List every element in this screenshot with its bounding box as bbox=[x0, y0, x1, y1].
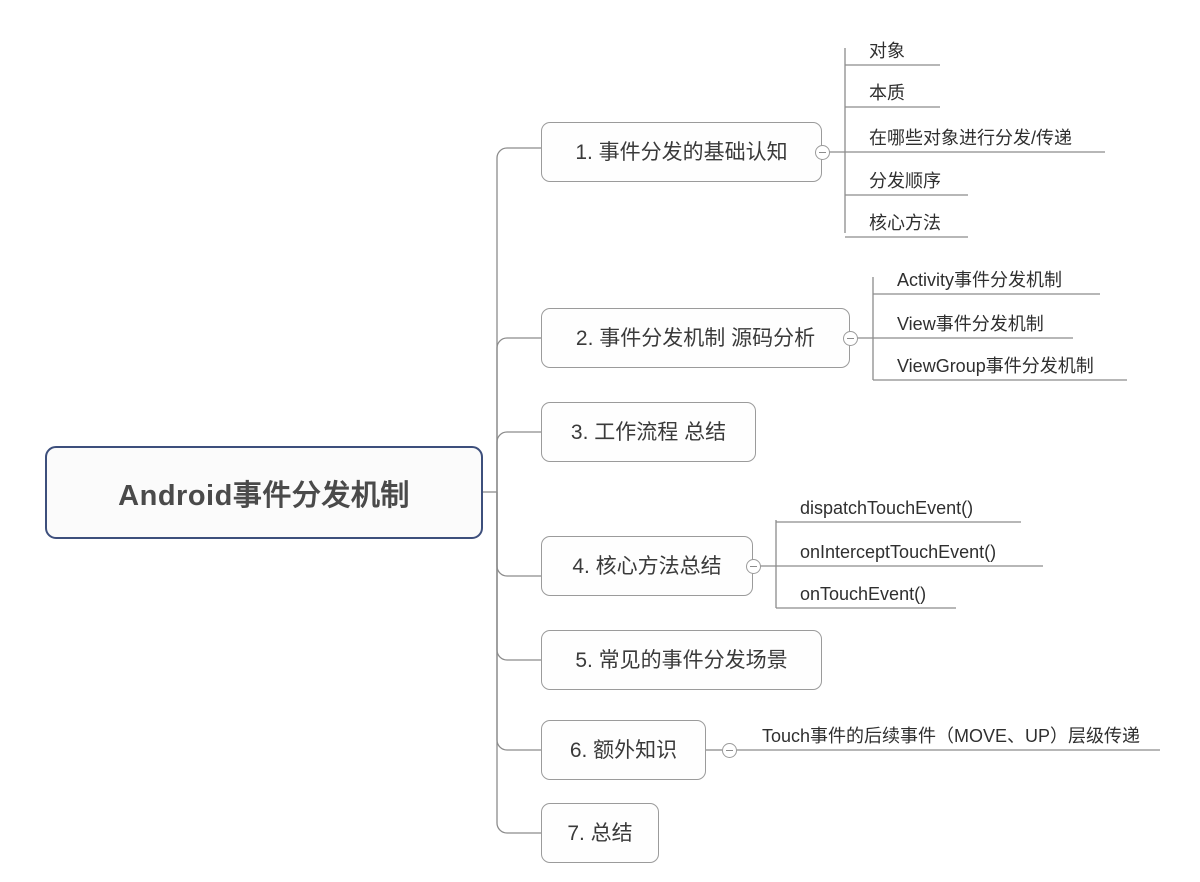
leaf-item-1-3[interactable]: 在哪些对象进行分发/传递 bbox=[857, 119, 1107, 152]
leaf-item-1-2-label: 本质 bbox=[869, 83, 905, 103]
branch-node-6[interactable]: 6. 额外知识 bbox=[541, 720, 706, 780]
branch-node-7[interactable]: 7. 总结 bbox=[541, 803, 659, 863]
leaf-item-4-2-label: onInterceptTouchEvent() bbox=[800, 542, 997, 562]
leaf-item-6-1-label: Touch事件的后续事件（MOVE、UP）层级传递 bbox=[762, 726, 1141, 746]
branch-node-1[interactable]: 1. 事件分发的基础认知 bbox=[541, 122, 822, 182]
leaf-item-6-1[interactable]: Touch事件的后续事件（MOVE、UP）层级传递 bbox=[750, 717, 1170, 750]
leaf-item-4-3-label: onTouchEvent() bbox=[800, 584, 927, 604]
leaf-item-2-2[interactable]: View事件分发机制 bbox=[885, 305, 1085, 338]
leaf-item-2-2-label: View事件分发机制 bbox=[897, 314, 1044, 334]
leaf-item-1-1[interactable]: 对象 bbox=[857, 32, 977, 65]
leaf-item-1-4[interactable]: 分发顺序 bbox=[857, 162, 997, 195]
leaf-item-1-1-label: 对象 bbox=[869, 41, 905, 61]
leaf-item-1-2[interactable]: 本质 bbox=[857, 74, 977, 107]
collapse-minus-icon-branch-4[interactable] bbox=[746, 559, 761, 574]
root-node[interactable]: Android事件分发机制 bbox=[45, 446, 483, 539]
leaf-item-1-3-label: 在哪些对象进行分发/传递 bbox=[869, 128, 1072, 148]
branch-node-5[interactable]: 5. 常见的事件分发场景 bbox=[541, 630, 822, 690]
branch-node-6-label: 6. 额外知识 bbox=[569, 738, 678, 762]
leaf-item-4-2[interactable]: onInterceptTouchEvent() bbox=[788, 533, 1038, 566]
branch-node-7-label: 7. 总结 bbox=[567, 821, 633, 845]
collapse-minus-icon-branch-2[interactable] bbox=[843, 331, 858, 346]
leaf-item-4-1-label: dispatchTouchEvent() bbox=[800, 498, 974, 518]
branch-node-5-label: 5. 常见的事件分发场景 bbox=[575, 648, 788, 672]
branch-node-3[interactable]: 3. 工作流程 总结 bbox=[541, 402, 756, 462]
branch-node-1-label: 1. 事件分发的基础认知 bbox=[575, 140, 788, 164]
branch-node-4-label: 4. 核心方法总结 bbox=[572, 554, 722, 578]
leaf-item-4-1[interactable]: dispatchTouchEvent() bbox=[788, 489, 1018, 522]
collapse-minus-icon-branch-6[interactable] bbox=[722, 743, 737, 758]
leaf-item-1-4-label: 分发顺序 bbox=[869, 171, 941, 191]
leaf-item-2-3[interactable]: ViewGroup事件分发机制 bbox=[885, 347, 1135, 380]
leaf-item-1-5[interactable]: 核心方法 bbox=[857, 204, 997, 237]
branch-node-3-label: 3. 工作流程 总结 bbox=[570, 420, 727, 444]
branch-node-2[interactable]: 2. 事件分发机制 源码分析 bbox=[541, 308, 850, 368]
leaf-item-4-3[interactable]: onTouchEvent() bbox=[788, 575, 968, 608]
leaf-item-1-5-label: 核心方法 bbox=[869, 213, 941, 233]
leaf-item-2-3-label: ViewGroup事件分发机制 bbox=[897, 356, 1094, 376]
branch-node-2-label: 2. 事件分发机制 源码分析 bbox=[575, 326, 816, 350]
root-node-label: Android事件分发机制 bbox=[118, 479, 410, 512]
leaf-item-2-1-label: Activity事件分发机制 bbox=[897, 270, 1063, 290]
branch-node-4[interactable]: 4. 核心方法总结 bbox=[541, 536, 753, 596]
leaf-item-2-1[interactable]: Activity事件分发机制 bbox=[885, 261, 1105, 294]
collapse-minus-icon-branch-1[interactable] bbox=[815, 145, 830, 160]
